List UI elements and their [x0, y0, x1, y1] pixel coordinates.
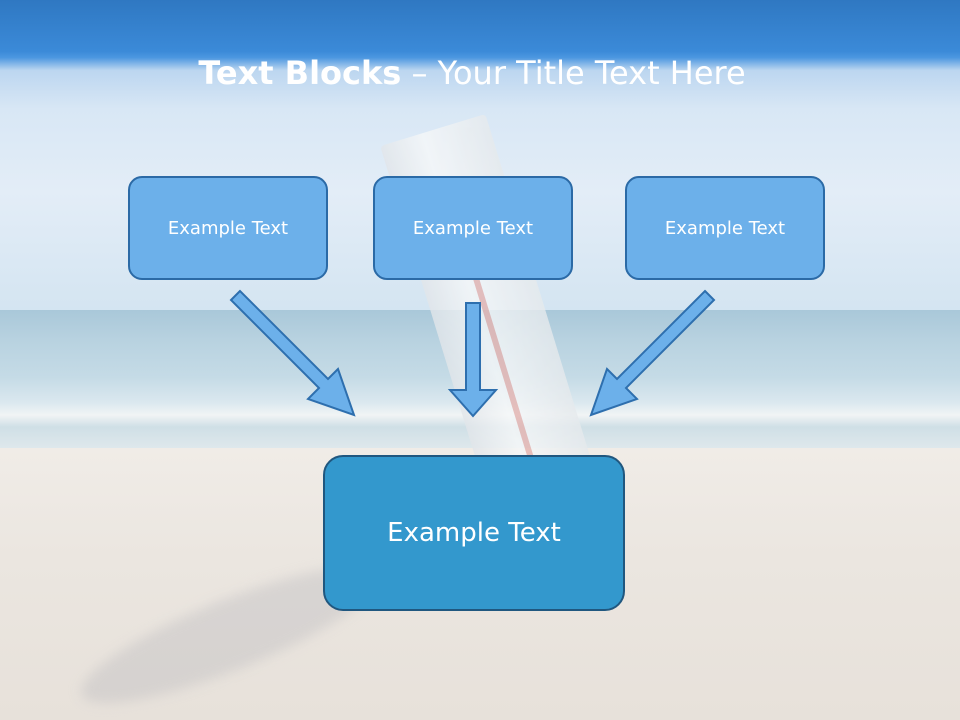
text-block-3-label: Example Text	[664, 217, 786, 239]
text-block-2-label: Example Text	[412, 217, 534, 239]
arrow-center-down[interactable]	[447, 302, 499, 418]
title-dash: –	[411, 54, 428, 92]
text-block-3[interactable]: Example Text	[625, 176, 825, 280]
title-bold-text: Text Blocks	[198, 54, 402, 92]
main-text-block[interactable]: Example Text	[323, 455, 625, 611]
arrow-left-diagonal[interactable]	[229, 289, 356, 417]
arrow-right-diagonal[interactable]	[589, 289, 716, 417]
text-block-2[interactable]: Example Text	[373, 176, 573, 280]
text-block-1[interactable]: Example Text	[128, 176, 328, 280]
main-text-block-label: Example Text	[387, 518, 561, 548]
text-block-1-label: Example Text	[167, 217, 289, 239]
title-rest-text: Your Title Text Here	[437, 54, 746, 92]
slide-title: Text Blocks – Your Title Text Here	[0, 54, 944, 92]
